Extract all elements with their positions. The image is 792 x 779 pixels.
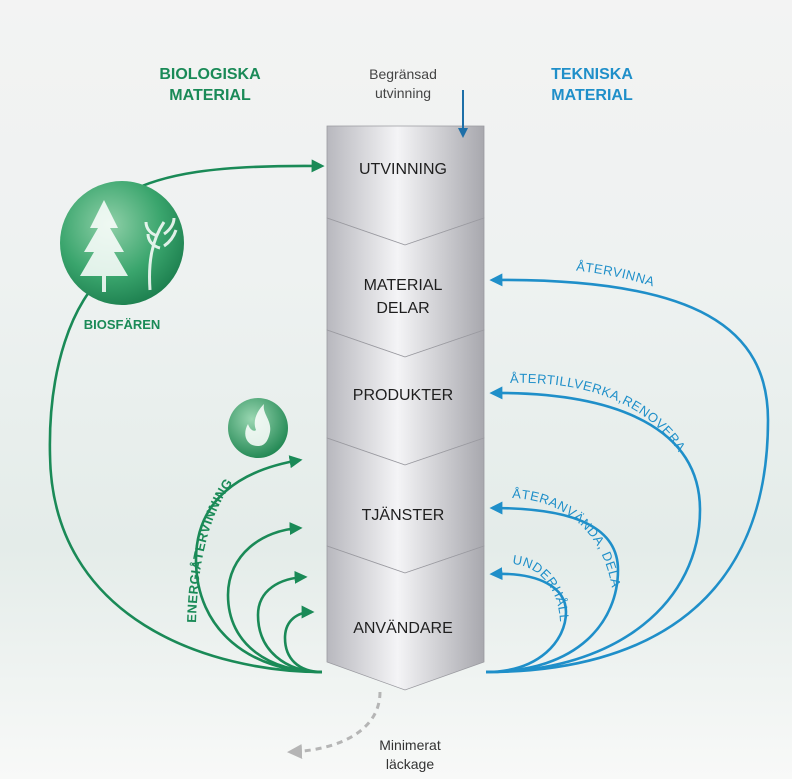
leakage-label: Minimerat läckage — [379, 737, 441, 772]
stage-anvandare-label: ANVÄNDARE — [353, 619, 453, 637]
reuse-loop — [485, 501, 620, 674]
stage-labels: UTVINNING MATERIAL DELAR PRODUKTER TJÄNS… — [353, 161, 453, 637]
tree-icon — [80, 200, 128, 292]
bio-loop-6 — [283, 605, 323, 674]
technical-heading-line2: MATERIAL — [551, 87, 633, 104]
energy-recovery-loop — [194, 455, 323, 674]
user-to-biosphere-loop — [48, 270, 323, 674]
leakage-arrow — [287, 691, 382, 760]
biological-heading: BIOLOGISKA MATERIAL — [159, 66, 261, 104]
technical-heading-line1: TEKNISKA — [551, 66, 633, 83]
maintain-label: UNDERHÅLL — [512, 552, 572, 623]
wheat-icon — [144, 217, 178, 291]
stage-produkter-label: PRODUKTER — [353, 387, 453, 404]
leakage-line1: Minimerat — [379, 737, 441, 753]
bio-loop-5 — [256, 570, 323, 674]
biosphere-icon — [60, 181, 184, 305]
bio-loop-4 — [226, 522, 323, 674]
leakage-line2: läckage — [386, 756, 434, 772]
stage-tjanster-label: TJÄNSTER — [362, 506, 445, 524]
biosphere-label: BIOSFÄREN — [84, 317, 161, 332]
fire-icon — [228, 398, 288, 458]
biological-heading-line1: BIOLOGISKA — [159, 66, 261, 83]
biological-heading-line2: MATERIAL — [169, 87, 251, 104]
recycle-loop — [485, 273, 770, 674]
chevron-anvandare — [326, 545, 485, 691]
remanufacture-loop — [485, 386, 702, 674]
maintain-loop — [485, 567, 568, 674]
technical-loop-labels: ÅTERVINNA ÅTERTILLVERKA,RENOVERA ÅTERANV… — [510, 259, 689, 623]
limited-extraction-line1: Begränsad — [369, 66, 437, 82]
limited-extraction-line2: utvinning — [375, 85, 431, 101]
stage-material-label: MATERIAL — [364, 277, 443, 294]
technical-heading: TEKNISKA MATERIAL — [551, 66, 633, 104]
stage-utvinning-label: UTVINNING — [359, 161, 447, 178]
limited-extraction-label: Begränsad utvinning — [369, 66, 437, 101]
technical-loops — [485, 273, 770, 674]
value-chain-column — [326, 125, 485, 691]
remanufacture-label: ÅTERTILLVERKA,RENOVERA — [510, 371, 689, 455]
stage-delar-label: DELAR — [376, 300, 429, 317]
